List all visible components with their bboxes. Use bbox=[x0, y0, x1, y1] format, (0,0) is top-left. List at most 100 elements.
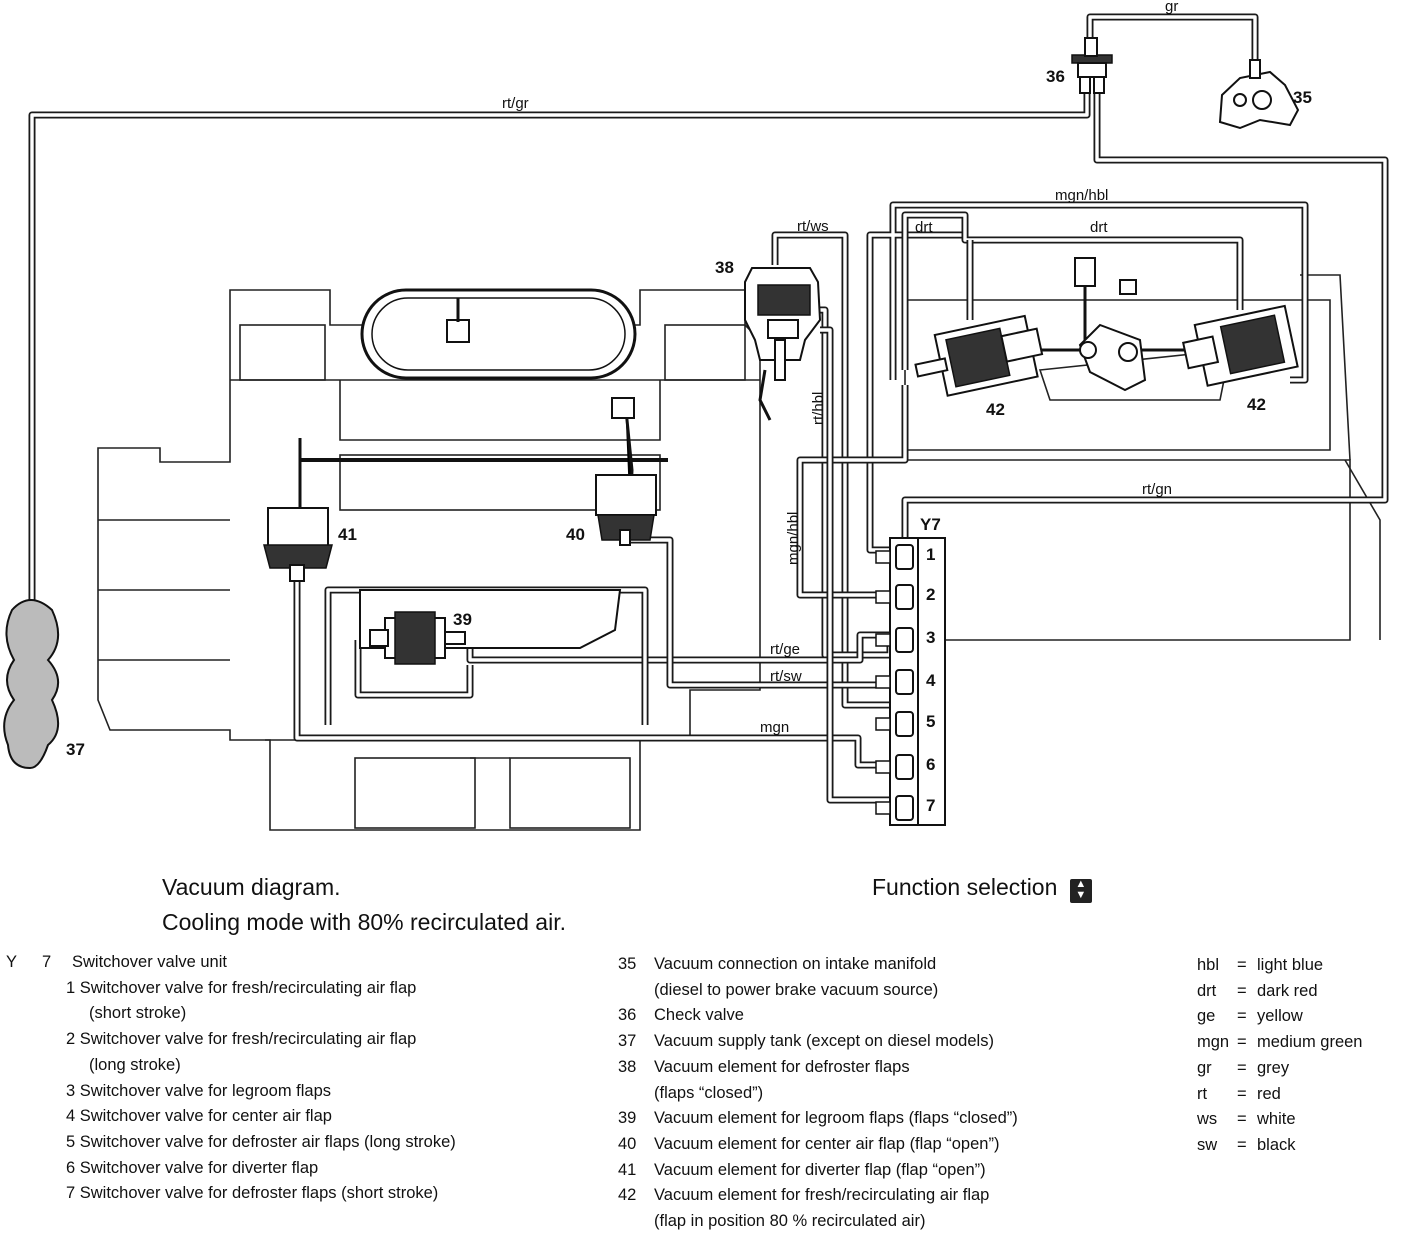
y7-switchover-valve-unit bbox=[875, 537, 946, 826]
component-36-check-valve bbox=[1071, 37, 1113, 94]
legend-y7-number: 7 bbox=[42, 953, 52, 971]
legend-component-item: 42 Vacuum element for fresh/recirculating… bbox=[618, 1183, 1018, 1209]
y7-port-7: 7 bbox=[926, 796, 935, 815]
legend-component-text: (flaps “closed”) bbox=[654, 1083, 764, 1102]
component-37-vacuum-tank bbox=[3, 599, 59, 770]
label-42-left: 42 bbox=[986, 400, 1005, 419]
legend-color-code: sw = black bbox=[1197, 1133, 1362, 1159]
caption-subtitle: Cooling mode with 80% recirculated air. bbox=[162, 909, 566, 935]
color-code-key: rt bbox=[1197, 1084, 1208, 1103]
color-code-value: red bbox=[1257, 1084, 1281, 1103]
legend-y7-items: 1 Switchover valve for fresh/recirculati… bbox=[6, 976, 456, 1207]
component-42-right-element bbox=[1182, 304, 1299, 387]
wire-label-rt-hbl: rt/hbl bbox=[810, 392, 827, 425]
color-code-equals: = bbox=[1237, 1135, 1247, 1154]
legend-component-number: 35 bbox=[618, 955, 637, 973]
y7-valve-body bbox=[895, 584, 914, 610]
color-code-equals: = bbox=[1237, 1033, 1247, 1052]
y7-port-3: 3 bbox=[926, 628, 935, 647]
legend-color-code: drt = dark red bbox=[1197, 979, 1362, 1005]
y7-valve-port bbox=[875, 590, 891, 604]
legend-component-text: Vacuum element for diverter flap (flap “… bbox=[654, 1160, 986, 1179]
y7-port-6: 6 bbox=[926, 755, 935, 774]
diagram-labels: 36 35 37 38 39 40 41 42 42 Y7 1 2 3 4 5 … bbox=[66, 0, 1312, 815]
color-code-key: ge bbox=[1197, 1007, 1216, 1026]
label-y7: Y7 bbox=[920, 515, 941, 534]
function-selection-text: Function selection bbox=[872, 874, 1058, 900]
wire-label-rt-ge: rt/ge bbox=[770, 641, 800, 658]
y7-valve-body bbox=[895, 711, 914, 737]
component-40-center-air-element bbox=[595, 397, 657, 546]
color-code-value: black bbox=[1257, 1135, 1296, 1154]
legend-component-number: 40 bbox=[618, 1134, 637, 1153]
legend-y7: Y 7 Switchover valve unit 1 Switchover v… bbox=[6, 950, 456, 1207]
legend-y7-item: 6 Switchover valve for diverter flap bbox=[66, 1158, 319, 1177]
y7-port-4: 4 bbox=[926, 671, 936, 690]
y7-valve-body bbox=[895, 795, 914, 821]
component-38-defroster-element bbox=[744, 267, 822, 421]
label-37: 37 bbox=[66, 740, 85, 759]
legend-component-number: 37 bbox=[618, 1032, 637, 1051]
wire-label-mgn: mgn bbox=[760, 719, 789, 736]
y7-valve-port bbox=[875, 801, 891, 815]
y7-port-2: 2 bbox=[926, 585, 935, 604]
caption-title: Vacuum diagram. bbox=[162, 874, 341, 900]
wire-label-drt-2: drt bbox=[1090, 219, 1108, 236]
legend-y7-item: 7 Switchover valve for defroster flaps (… bbox=[66, 1184, 439, 1203]
y7-valve-body bbox=[895, 754, 914, 780]
legend-component-number: 41 bbox=[618, 1160, 637, 1179]
color-code-value: medium green bbox=[1257, 1033, 1363, 1052]
color-code-key: sw bbox=[1197, 1135, 1218, 1154]
y7-port-1: 1 bbox=[926, 545, 935, 564]
legend-y7-item: 5 Switchover valve for defroster air fla… bbox=[66, 1132, 456, 1151]
color-code-value: dark red bbox=[1257, 981, 1318, 1000]
label-40: 40 bbox=[566, 525, 585, 544]
function-selection-icon: ▲▼ bbox=[1069, 879, 1092, 903]
legend-component-item: 37 Vacuum supply tank (except on diesel m… bbox=[618, 1029, 1018, 1055]
y7-valve-body bbox=[895, 669, 914, 695]
color-code-equals: = bbox=[1237, 981, 1247, 1000]
wire-label-rt-sw: rt/sw bbox=[770, 668, 802, 685]
legend-component-item: (flaps “closed”) bbox=[618, 1081, 1018, 1107]
component-42-left-element bbox=[914, 314, 1044, 397]
wire-label-mgn-hbl-side: mgn/hbl bbox=[785, 512, 802, 565]
legend-color-code: ge=yellow bbox=[1197, 1004, 1362, 1030]
y7-valve-port bbox=[875, 675, 891, 689]
legend-color-code: hbl=light blue bbox=[1197, 953, 1362, 979]
wire-label-rt-ws: rt/ws bbox=[797, 218, 829, 235]
legend-component-number: 42 bbox=[618, 1186, 637, 1205]
color-code-value: yellow bbox=[1257, 1007, 1303, 1026]
flap-lever bbox=[1074, 257, 1147, 392]
legend-component-text: Vacuum supply tank (except on diesel mod… bbox=[654, 1032, 994, 1051]
legend-component-text: Vacuum element for fresh/recirculating a… bbox=[654, 1186, 990, 1205]
legend-y7-item: 4 Switchover valve for center air flap bbox=[66, 1107, 332, 1126]
label-39: 39 bbox=[453, 610, 472, 629]
component-41-diverter-element bbox=[263, 507, 333, 582]
defroster-duct bbox=[360, 288, 637, 380]
y7-valve-port bbox=[875, 717, 891, 731]
legend-y7-item: (short stroke) bbox=[89, 1004, 187, 1023]
wire-label-rt-gr: rt/gr bbox=[502, 95, 529, 112]
y7-valve-body bbox=[895, 627, 914, 653]
y7-valve-port bbox=[875, 550, 891, 564]
color-code-equals: = bbox=[1237, 1058, 1247, 1077]
color-code-equals: = bbox=[1237, 1084, 1247, 1103]
label-35: 35 bbox=[1293, 88, 1312, 107]
legend-y7-title: Switchover valve unit bbox=[72, 953, 227, 971]
legend-component-number: 39 bbox=[618, 1109, 637, 1128]
y7-valve-port bbox=[875, 633, 891, 647]
color-code-key: drt bbox=[1197, 981, 1217, 1000]
legend-color-code: mgn=medium green bbox=[1197, 1030, 1362, 1056]
wire-label-mgn-hbl-top: mgn/hbl bbox=[1055, 187, 1108, 204]
y7-port-5: 5 bbox=[926, 712, 935, 731]
wire-label-gr: gr bbox=[1165, 0, 1178, 15]
vacuum-diagram: 36 35 37 38 39 40 41 42 42 Y7 1 2 3 4 5 … bbox=[3, 0, 1389, 831]
label-42-right: 42 bbox=[1247, 395, 1266, 414]
legend-component-number: 36 bbox=[618, 1006, 637, 1025]
